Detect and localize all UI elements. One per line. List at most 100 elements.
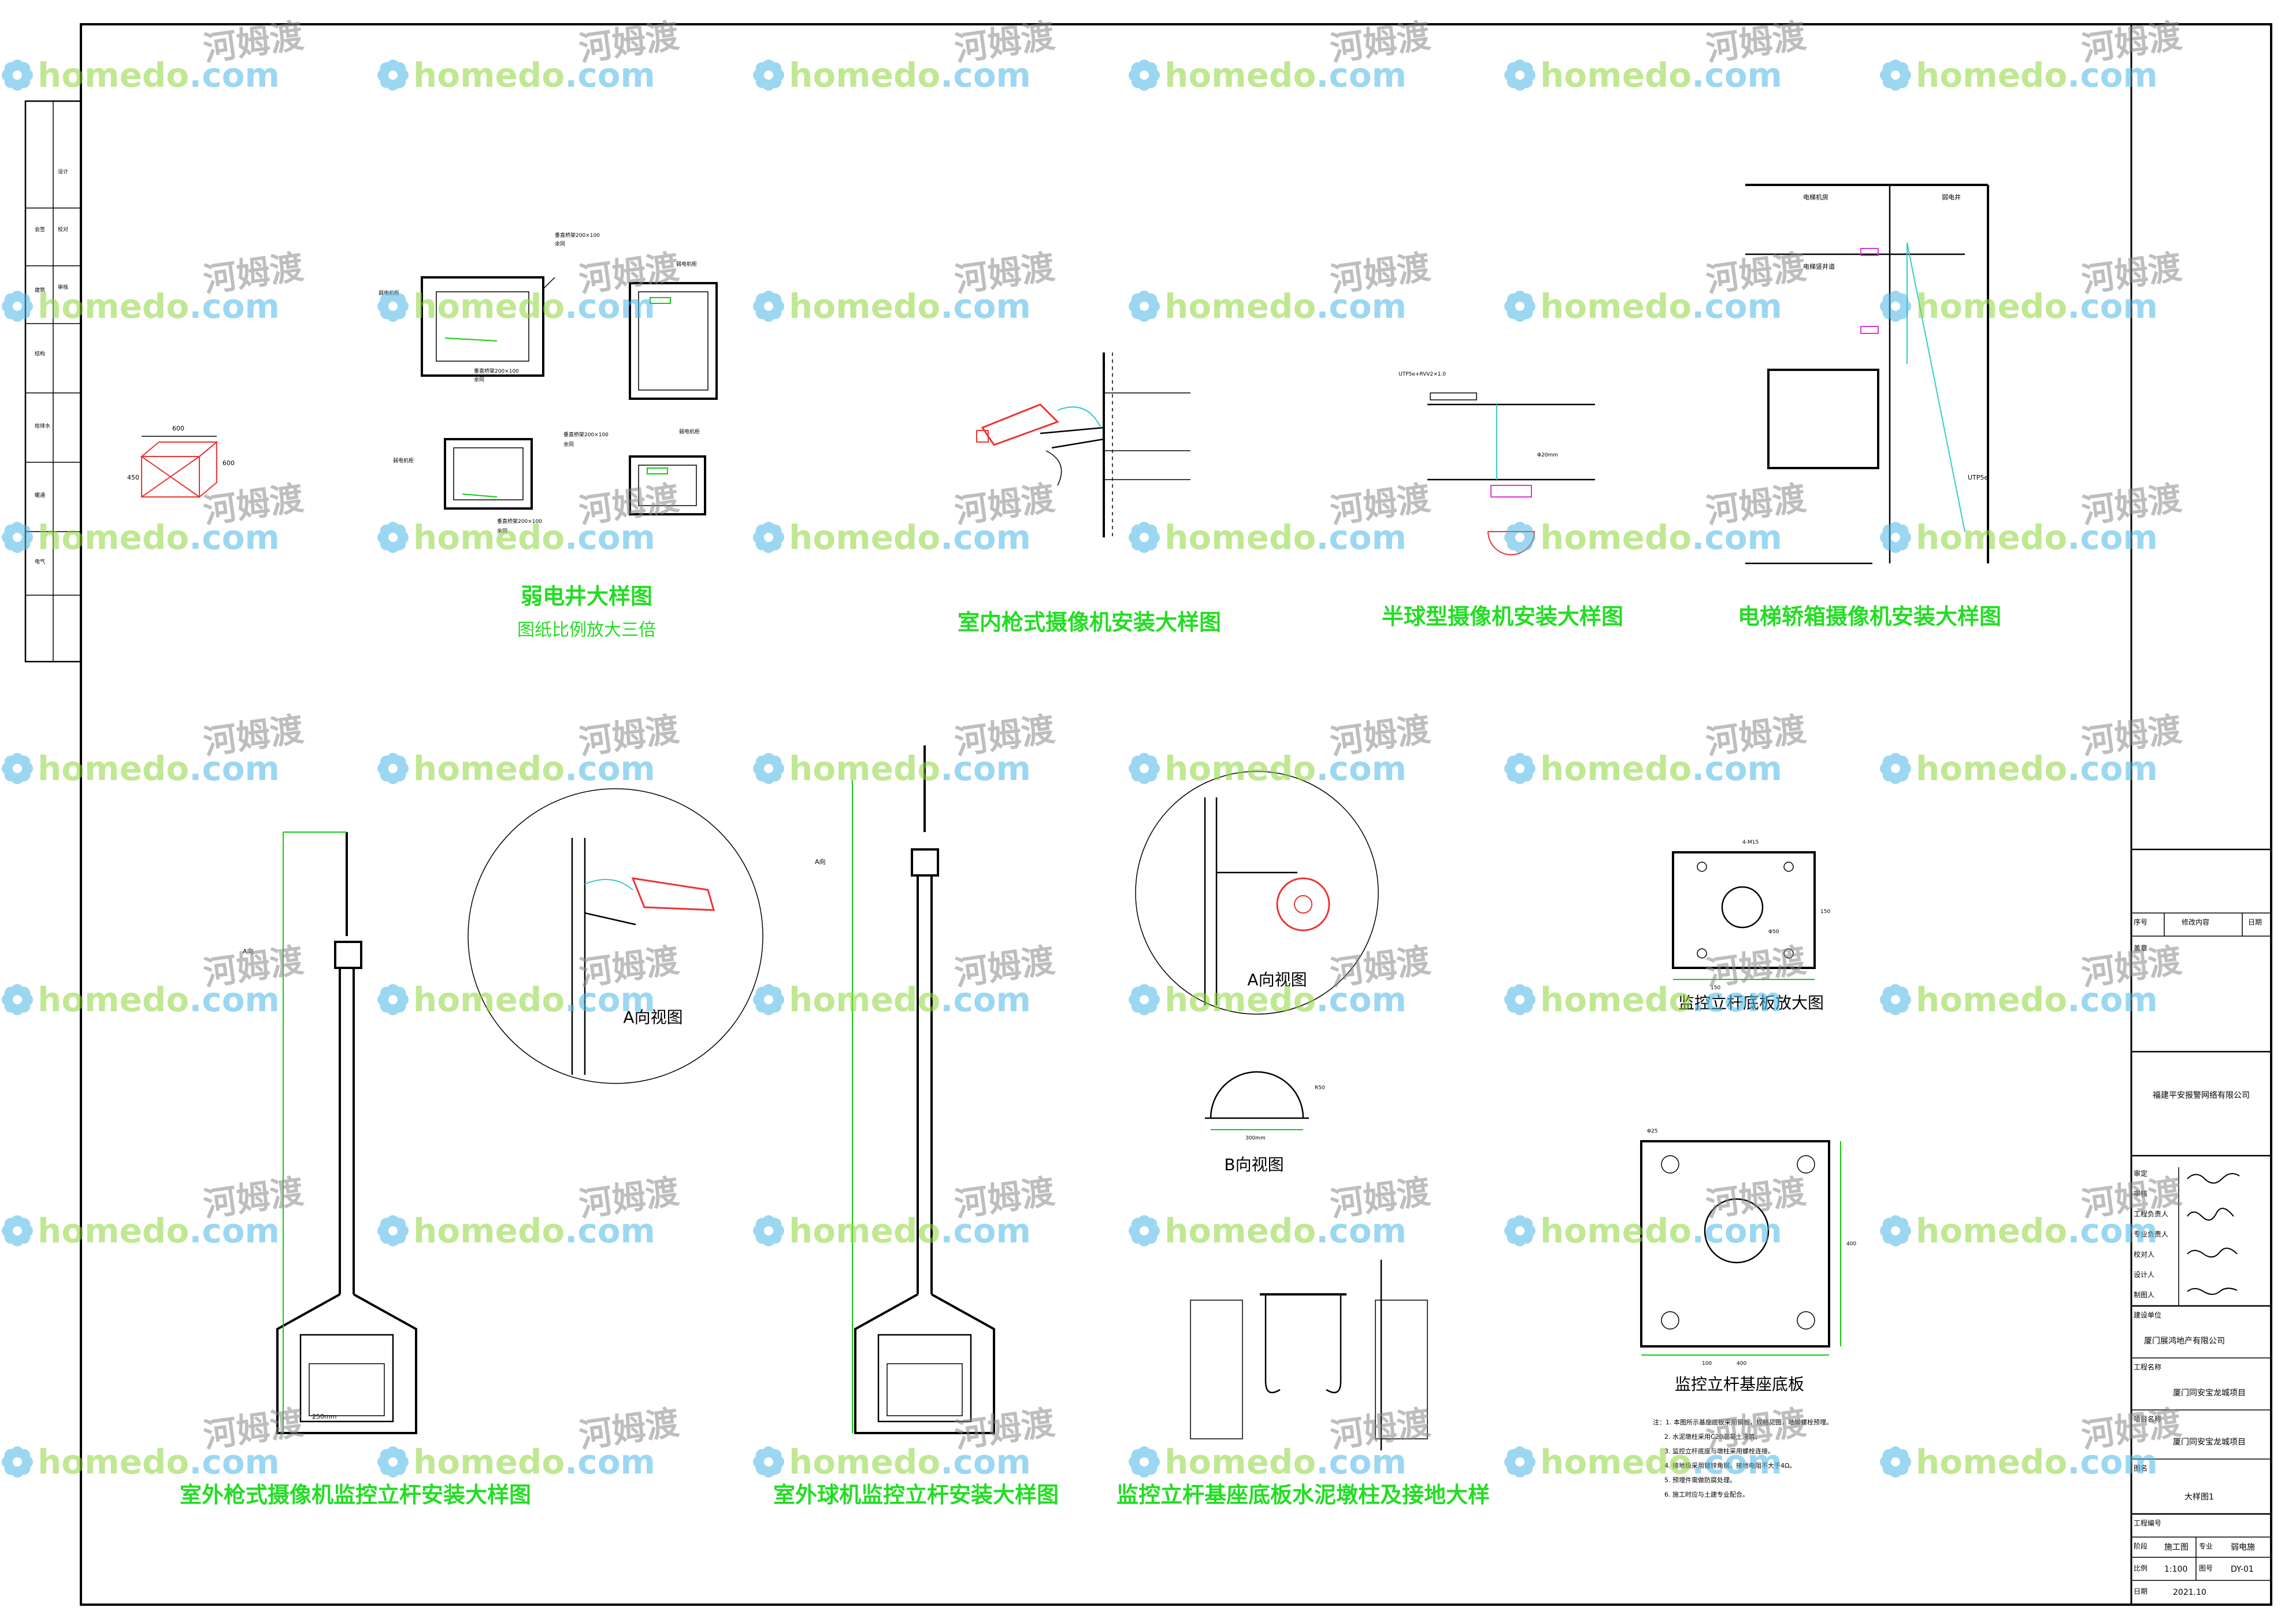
svg-text:河姆渡: 河姆渡 xyxy=(1703,1171,1808,1224)
shaft-label: 垂直桥架200×100 xyxy=(474,368,519,374)
svg-text:homedo.com: homedo.com xyxy=(413,1211,655,1250)
zoom-label: 150 xyxy=(1820,909,1830,915)
svg-text:homedo.com: homedo.com xyxy=(38,287,280,326)
tb-project: 厦门同安宝龙城项目 xyxy=(2173,1389,2246,1398)
tb-seal: 盖章 xyxy=(2134,944,2147,952)
shaft-subtitle: 图纸比例放大三倍 xyxy=(517,620,656,640)
strip-label: 电气 xyxy=(35,558,45,565)
signature xyxy=(2187,1287,2238,1295)
shaft-label: 垂直桥架200×100 xyxy=(563,431,609,438)
view-b-title: B向视图 xyxy=(1224,1155,1284,1174)
tb-company: 福建平安报警网络有限公司 xyxy=(2153,1091,2250,1100)
svg-text:河姆渡: 河姆渡 xyxy=(1703,478,1808,531)
svg-text:homedo.com: homedo.com xyxy=(413,1442,655,1482)
svg-text:河姆渡: 河姆渡 xyxy=(576,709,681,762)
tb-scale: 1:100 xyxy=(2164,1565,2187,1574)
tb-date-label: 日期 xyxy=(2134,1587,2147,1595)
svg-text:homedo.com: homedo.com xyxy=(789,1442,1031,1482)
tb-project-label: 工程名称 xyxy=(2134,1363,2161,1371)
box-detail: 600 450 600 xyxy=(127,425,235,499)
shaft-label: 弱电机柜 xyxy=(676,261,697,268)
elevator-label: 电梯机房 xyxy=(1803,193,1828,201)
svg-text:homedo.com: homedo.com xyxy=(413,55,655,95)
svg-text:河姆渡: 河姆渡 xyxy=(201,1402,306,1456)
view-b-label: R50 xyxy=(1315,1085,1325,1091)
note-line: 注：1. 本图所示基座底板采用钢板，规格见图，地脚螺栓预埋。 xyxy=(1653,1418,1833,1426)
plate-label: 100 xyxy=(1702,1361,1712,1367)
tb-role: 制图人 xyxy=(2134,1291,2154,1299)
shaft-label: 余同 xyxy=(497,528,507,535)
svg-text:homedo.com: homedo.com xyxy=(38,980,280,1019)
tb-client-label: 建设单位 xyxy=(2134,1311,2161,1319)
svg-text:homedo.com: homedo.com xyxy=(789,980,1031,1019)
svg-text:homedo.com: homedo.com xyxy=(1916,749,2158,788)
shaft-label: 垂直桥架200×100 xyxy=(555,232,600,239)
tb-role: 校对人 xyxy=(2134,1250,2154,1259)
svg-text:homedo.com: homedo.com xyxy=(38,55,280,95)
zoom-label: 150 xyxy=(1711,985,1720,991)
indoor-gun-detail: 室内枪式摄像机安装大样图 xyxy=(958,352,1221,635)
svg-text:homedo.com: homedo.com xyxy=(789,1211,1031,1250)
tb-role: 工程负责人 xyxy=(2134,1209,2168,1218)
box-dim: 450 xyxy=(127,474,139,481)
svg-text:河姆渡: 河姆渡 xyxy=(1327,1171,1433,1224)
dome-detail: UTP5e+RVV2×1.0 Φ20mm 半球型摄像机安装大样图 xyxy=(1382,372,1623,629)
tb-date: 2021.10 xyxy=(2173,1588,2206,1597)
svg-text:homedo.com: homedo.com xyxy=(1164,980,1407,1019)
zoom-label: 4-M15 xyxy=(1742,840,1759,845)
svg-text:河姆渡: 河姆渡 xyxy=(1327,940,1433,993)
svg-text:河姆渡: 河姆渡 xyxy=(1703,940,1808,993)
shaft-label: 余同 xyxy=(474,376,484,383)
svg-text:homedo.com: homedo.com xyxy=(38,1442,280,1482)
shaft-label: 弱电机柜 xyxy=(679,428,700,435)
svg-text:homedo.com: homedo.com xyxy=(38,1211,280,1250)
shaft-label: 垂直桥架200×100 xyxy=(497,518,542,525)
tb-role: 审核 xyxy=(2134,1189,2147,1198)
svg-text:河姆渡: 河姆渡 xyxy=(1703,247,1808,300)
left-signature-strip: 会签 建筑 结构 给排水 暖通 电气 设计 校对 审核 xyxy=(24,100,82,663)
dome-label: UTP5e+RVV2×1.0 xyxy=(1399,372,1446,377)
elevator-label: 弱电井 xyxy=(1942,193,1961,201)
svg-text:河姆渡: 河姆渡 xyxy=(1327,709,1433,762)
strip-label: 审核 xyxy=(58,284,68,291)
view-b-label: 300mm xyxy=(1245,1135,1266,1141)
svg-text:河姆渡: 河姆渡 xyxy=(576,1402,681,1456)
svg-text:homedo.com: homedo.com xyxy=(1164,1211,1407,1250)
svg-text:homedo.com: homedo.com xyxy=(1540,749,1782,788)
tb-role: 审定 xyxy=(2134,1169,2147,1178)
svg-text:河姆渡: 河姆渡 xyxy=(2079,940,2184,993)
outdoor-gun-pole-detail: 250mm A向 室外枪式摄像机监控立杆安装大样图 xyxy=(180,832,531,1508)
svg-text:河姆渡: 河姆渡 xyxy=(1327,247,1433,300)
note-line: 2. 水泥墩柱采用C20混凝土浇筑。 xyxy=(1664,1432,1761,1441)
dome-label: Φ20mm xyxy=(1537,452,1558,458)
svg-text:河姆渡: 河姆渡 xyxy=(1327,1402,1433,1456)
svg-text:河姆渡: 河姆渡 xyxy=(576,940,681,993)
signature xyxy=(2187,1208,2234,1221)
tb-scale-label: 比例 xyxy=(2134,1564,2147,1572)
tb-role: 设计人 xyxy=(2134,1271,2154,1279)
svg-text:河姆渡: 河姆渡 xyxy=(576,1171,681,1224)
tb-role: 专业负责人 xyxy=(2134,1230,2168,1238)
